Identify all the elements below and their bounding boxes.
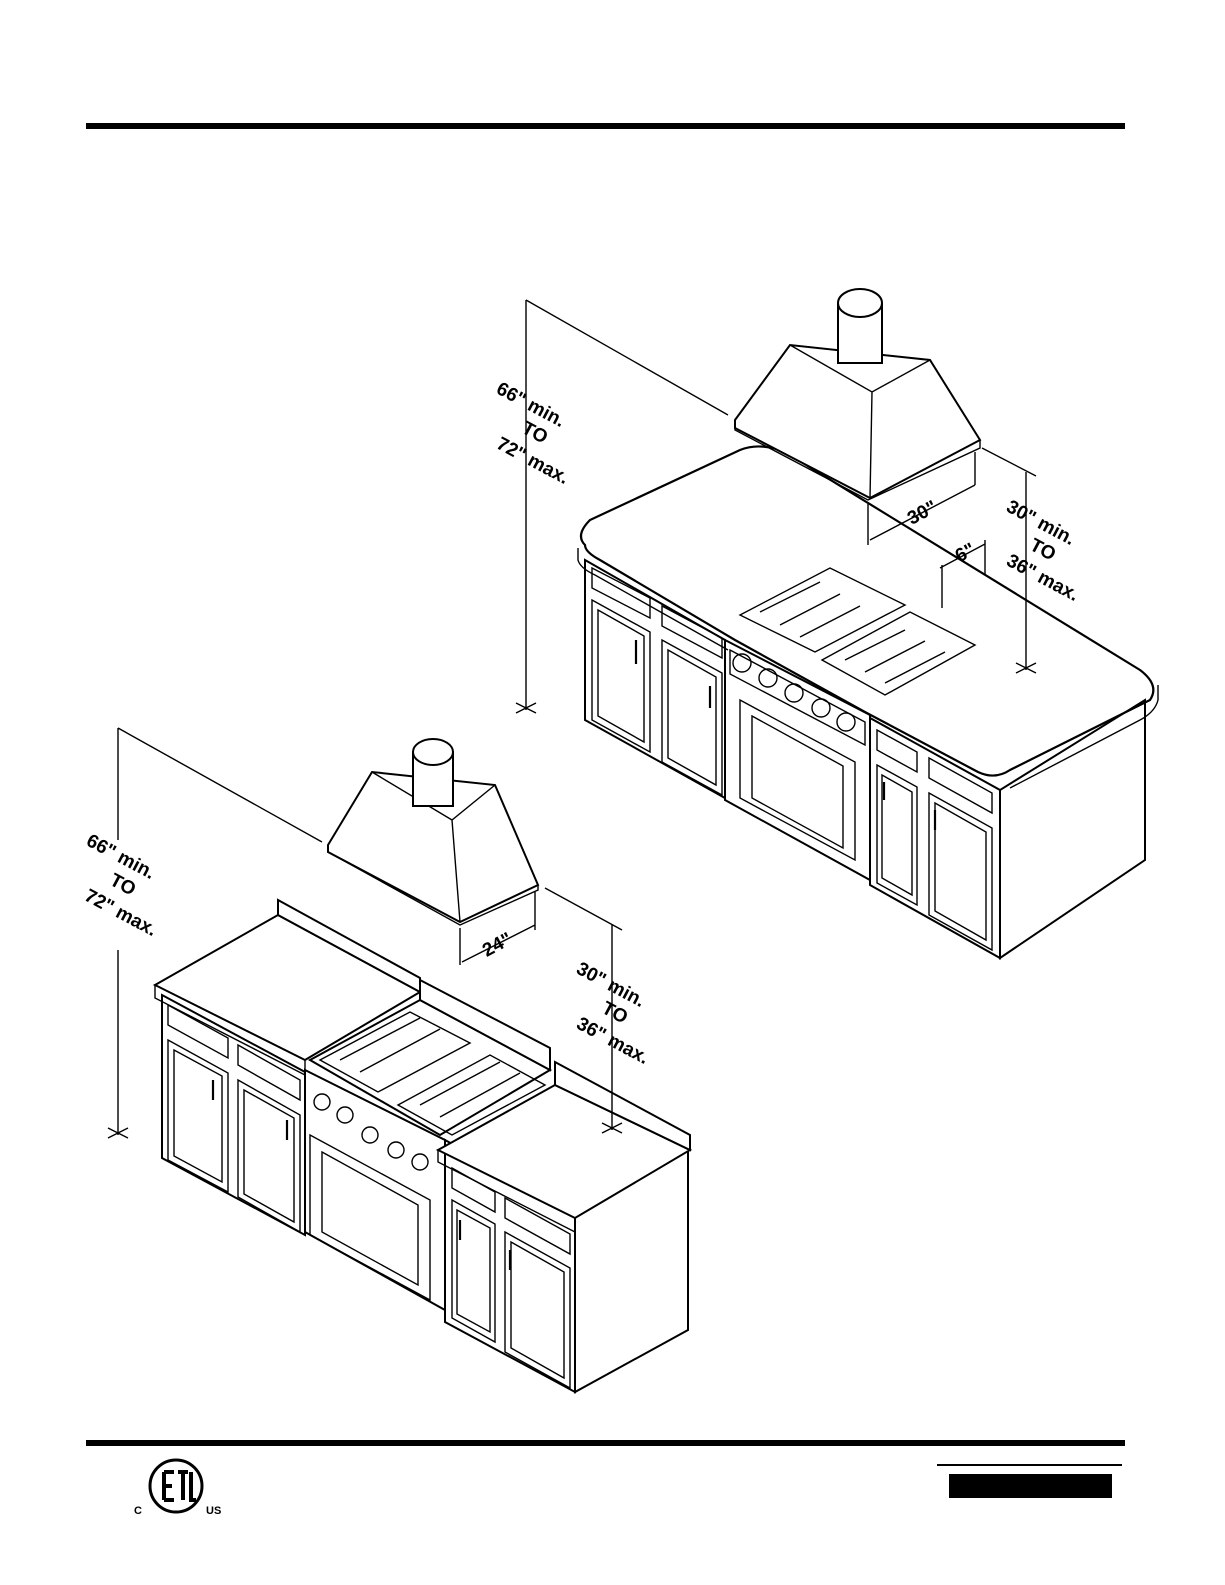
footer-tag-box xyxy=(949,1474,1112,1498)
lower-hood-depth-label: 24" xyxy=(479,929,515,962)
etl-listed-mark-icon: C US xyxy=(128,1456,228,1518)
lower-hood-depth-dimension: 24" xyxy=(479,929,515,962)
upper-offset-label: 6" xyxy=(952,539,979,567)
upper-hood-depth-label: 30" xyxy=(904,497,940,530)
lower-height-dimension: 66" min. TO 72" max. xyxy=(81,830,160,941)
upper-height-dimension: 66" min. TO 72" max. xyxy=(493,378,573,489)
upper-offset-dimension: 6" xyxy=(952,539,979,567)
upper-island-drawing xyxy=(516,289,1158,958)
upper-hood-depth-dimension: 30" xyxy=(904,497,940,530)
etl-c-mark: C xyxy=(134,1505,142,1517)
bottom-rule xyxy=(86,1440,1125,1446)
lower-island-drawing xyxy=(108,728,690,1392)
etl-us-mark: US xyxy=(206,1505,221,1517)
upper-clearance-dimension: 30" min. TO 36" max. xyxy=(1003,496,1083,606)
lower-clearance-dimension: 30" min. TO 36" max. xyxy=(573,958,653,1069)
footer-tag-rule xyxy=(937,1464,1122,1466)
